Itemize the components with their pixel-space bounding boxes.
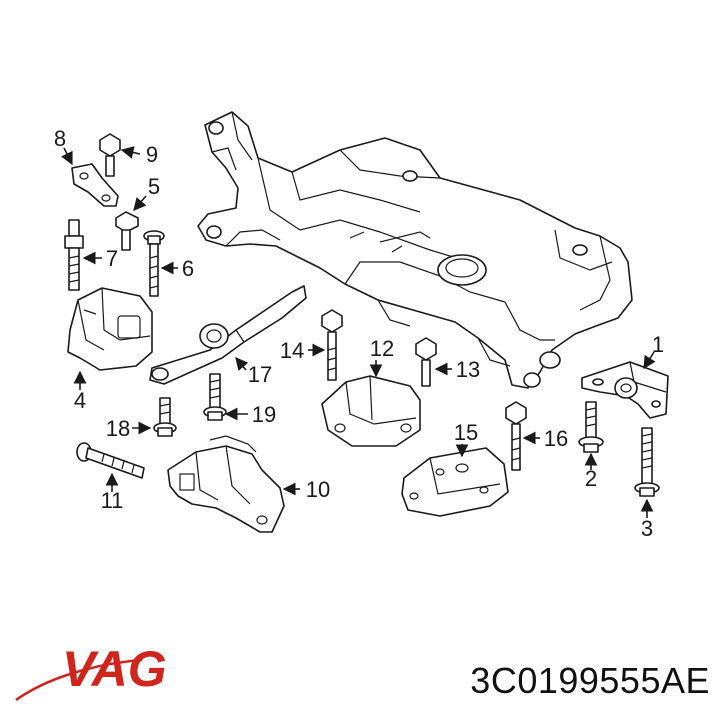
part-10-gearbox-mount xyxy=(167,435,285,533)
callout-5: 5 xyxy=(148,174,160,199)
part-16-bolt xyxy=(505,401,527,471)
part-17-torque-rod xyxy=(149,285,307,385)
subframe xyxy=(197,111,633,389)
callout-labels: 1 2 3 4 5 6 7 8 9 10 11 12 13 14 15 16 1… xyxy=(54,126,664,541)
part-5-bolt xyxy=(115,211,139,251)
callout-18: 18 xyxy=(106,416,130,441)
callout-10: 10 xyxy=(306,477,330,502)
callout-13: 13 xyxy=(456,357,480,382)
leader-lines xyxy=(61,146,656,518)
part-8-bracket xyxy=(71,163,119,207)
part-7-stud xyxy=(64,219,84,291)
part-13-bolt xyxy=(415,337,437,387)
part-4-engine-mount xyxy=(67,287,153,371)
part-15-mount-plate xyxy=(401,447,509,517)
part-1-bushing-bracket xyxy=(581,361,669,419)
logo-swoosh xyxy=(15,658,143,702)
callout-14: 14 xyxy=(280,338,304,363)
part-2-bolt xyxy=(578,401,604,453)
callout-12: 12 xyxy=(370,336,394,361)
part-number: 3C0199555AE xyxy=(470,660,710,701)
callout-2: 2 xyxy=(585,466,597,491)
callout-15: 15 xyxy=(454,420,478,445)
callout-6: 6 xyxy=(182,256,194,281)
part-11-bolt xyxy=(76,442,145,479)
callout-19: 19 xyxy=(252,402,276,427)
callout-16: 16 xyxy=(544,426,568,451)
vag-logo: VAG xyxy=(15,641,167,702)
part-3-bolt xyxy=(634,427,660,497)
callout-8: 8 xyxy=(54,126,66,151)
callout-4: 4 xyxy=(74,388,86,413)
callout-7: 7 xyxy=(106,246,118,271)
callout-11: 11 xyxy=(101,488,124,513)
part-6-bolt xyxy=(143,230,165,297)
callout-1: 1 xyxy=(652,332,664,357)
part-19-bolt xyxy=(203,373,227,421)
callout-17: 17 xyxy=(248,362,272,387)
callout-3: 3 xyxy=(641,516,653,541)
part-14-bolt xyxy=(321,309,343,381)
part-18-bolt xyxy=(153,397,177,437)
callout-9: 9 xyxy=(146,142,158,167)
part-12-mount xyxy=(321,375,421,447)
logo-text: VAG xyxy=(62,641,167,697)
part-9-bolt xyxy=(99,133,121,177)
